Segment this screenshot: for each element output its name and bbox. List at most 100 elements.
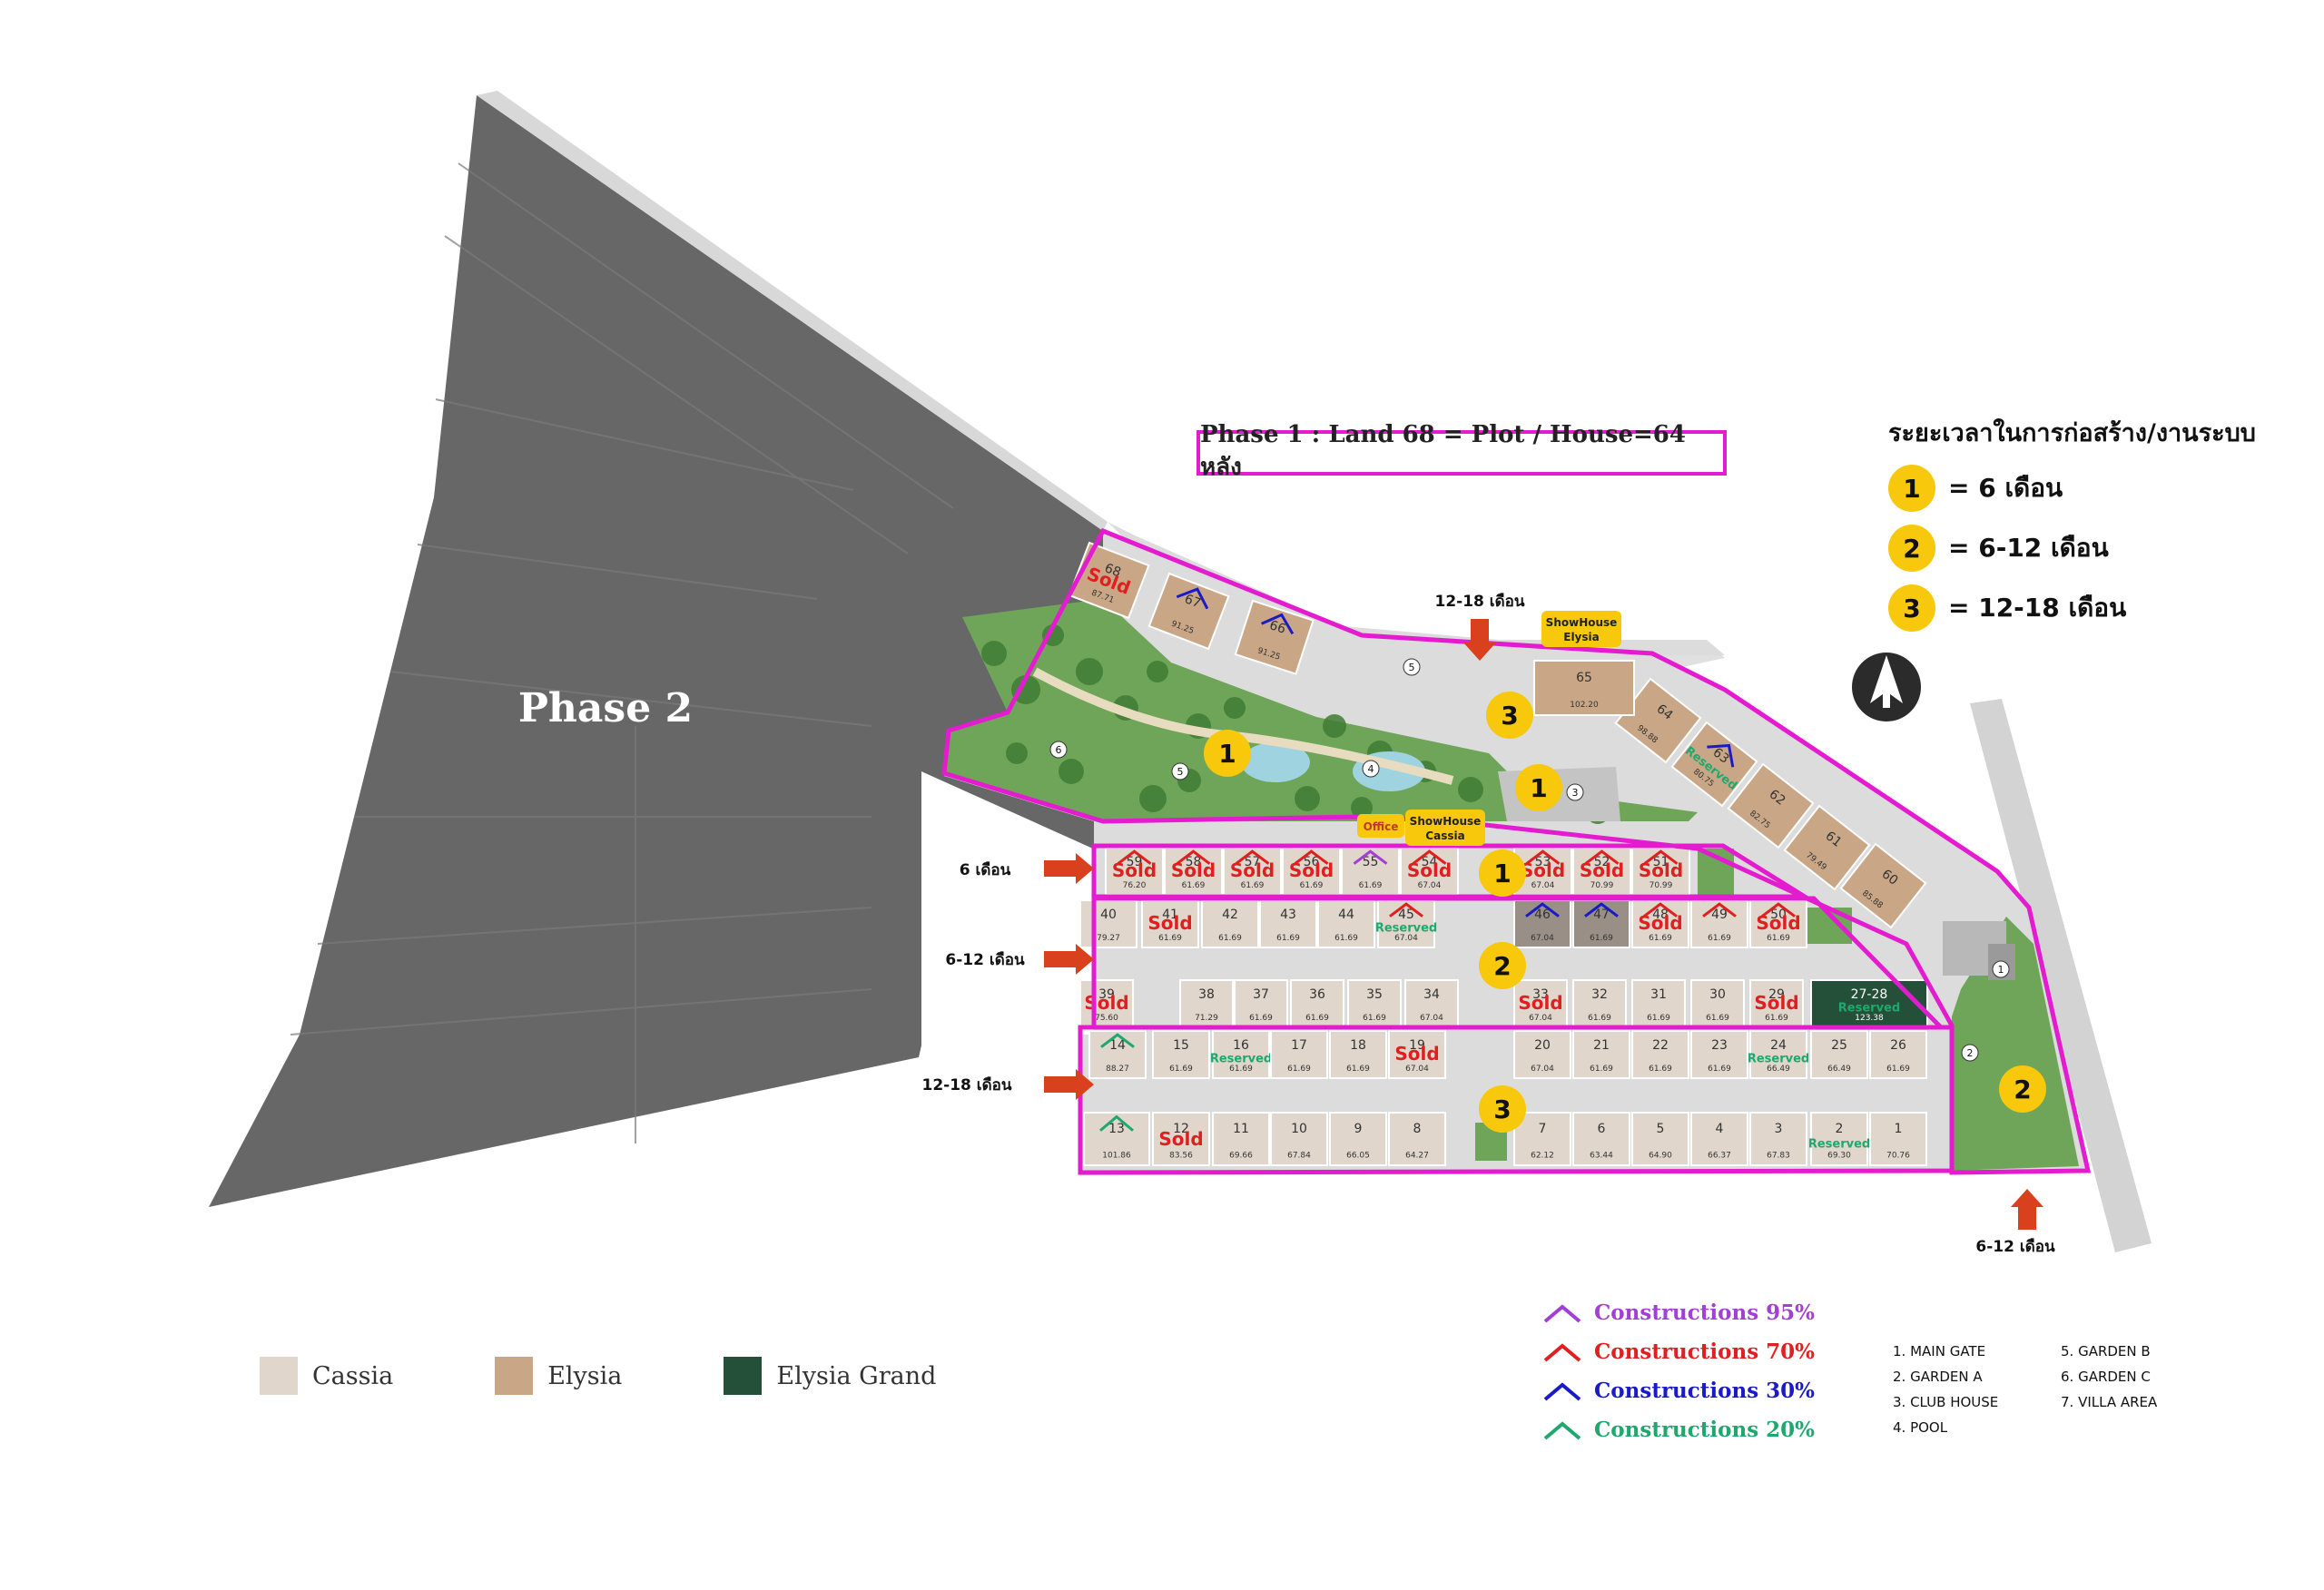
svg-text:ShowHouse: ShowHouse — [1410, 815, 1482, 828]
plot-area: 61.69 — [1363, 1014, 1386, 1023]
house-type-swatch — [724, 1357, 763, 1395]
plot[interactable]: 466.37 — [1690, 1112, 1748, 1166]
plot-number: 19 — [1409, 1038, 1425, 1053]
facility-marker: 2 — [1961, 1044, 1979, 1062]
facility-legend: 1. MAIN GATE 5. GARDEN B 2. GARDEN A 6. … — [1893, 1343, 2188, 1436]
plot-number: 7 — [1539, 1122, 1547, 1136]
plot[interactable]: 367.83 — [1749, 1112, 1807, 1166]
zone-badge: 1 — [1204, 730, 1251, 777]
plot-area: 79.27 — [1097, 934, 1120, 943]
plot-area: 61.69 — [1647, 1014, 1670, 1023]
sold-label: Sold — [1394, 1043, 1439, 1065]
plot[interactable]: 564.90 — [1631, 1112, 1689, 1166]
plot-number: 50 — [1770, 908, 1787, 922]
facility-marker-circle — [1049, 741, 1068, 759]
facility-marker-circle — [1362, 760, 1380, 778]
plot-area: 61.69 — [1158, 934, 1182, 943]
plot-area: 70.99 — [1590, 881, 1614, 890]
plot-number: 3 — [1775, 1122, 1783, 1136]
plot-area: 69.66 — [1229, 1151, 1253, 1160]
plot-shape — [1270, 1112, 1328, 1166]
plot[interactable]: 663.44 — [1572, 1112, 1630, 1166]
house-type-item: Cassia — [260, 1357, 393, 1395]
plot[interactable]: 966.05 — [1329, 1112, 1387, 1166]
plot-number: 10 — [1291, 1122, 1307, 1136]
plot-shape — [1839, 842, 1927, 929]
timeline-legend-item: 2 = 6-12 เดือน — [1888, 525, 2306, 572]
plot-area: 67.04 — [1531, 1065, 1554, 1074]
plot[interactable]: 864.27 — [1388, 1112, 1446, 1166]
plot-number: 45 — [1398, 908, 1414, 922]
reserved-label: Reserved — [1375, 921, 1437, 935]
arrow-label-6-12: 6-12 เดือน — [945, 950, 1025, 969]
facility-marker-circle — [1566, 783, 1584, 801]
arrow-row-6-12 — [1044, 944, 1094, 975]
plot[interactable]: 762.12 — [1513, 1112, 1571, 1166]
plot-area: 88.27 — [1106, 1065, 1129, 1074]
plot-number: 12 — [1173, 1122, 1189, 1136]
construction-chevron-icon — [1525, 849, 1561, 865]
plot[interactable]: 170.76 — [1869, 1112, 1927, 1166]
plot-number: 55 — [1363, 855, 1379, 869]
plot-number: 54 — [1422, 855, 1438, 869]
